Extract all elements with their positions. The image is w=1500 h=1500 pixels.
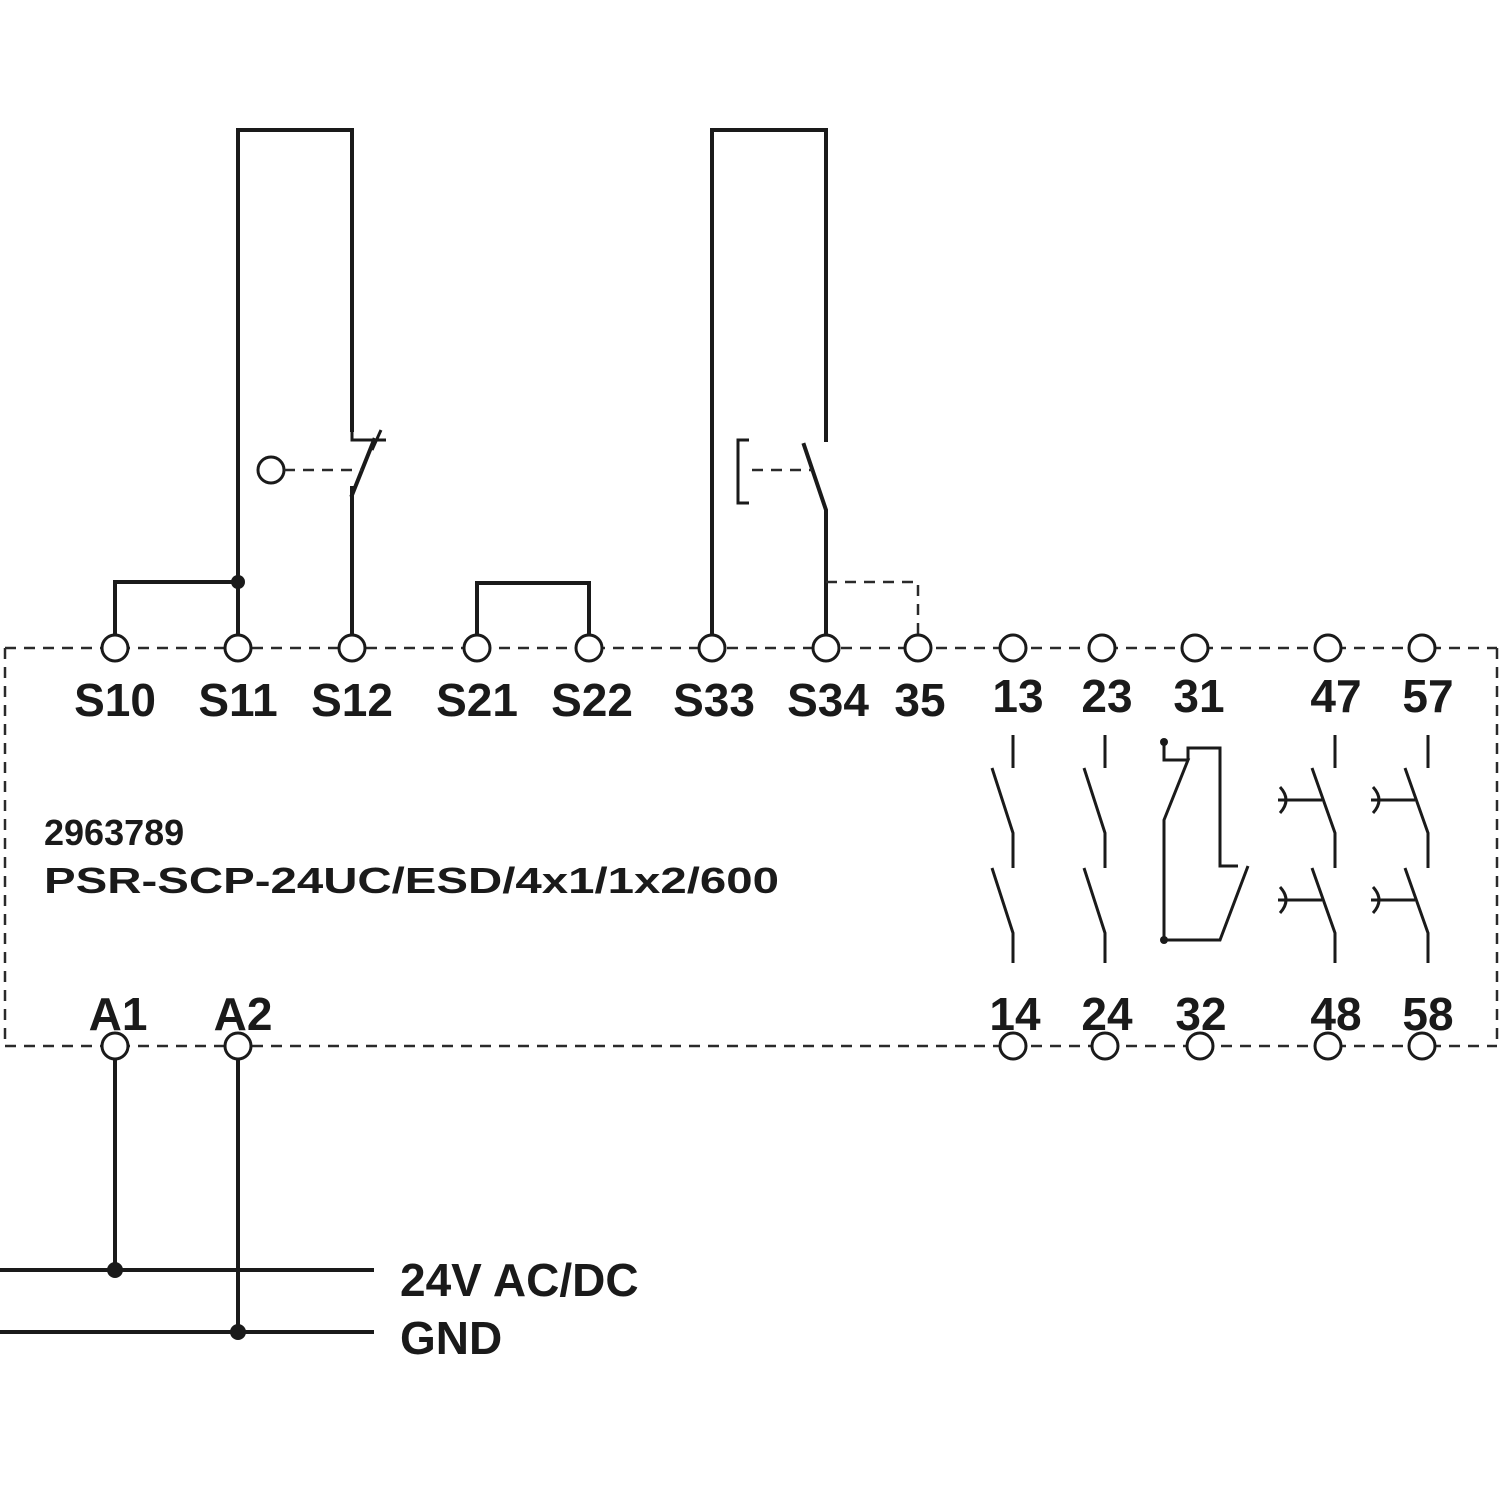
label-a1: A1 xyxy=(89,988,148,1040)
contact-47-48 xyxy=(1278,735,1337,963)
supply-ground-label: GND xyxy=(400,1312,502,1364)
jumper-s21-s22 xyxy=(475,581,591,650)
label-32: 32 xyxy=(1175,988,1226,1040)
terminal-s33 xyxy=(697,633,727,663)
label-s34: S34 xyxy=(787,674,869,726)
terminal-48 xyxy=(1313,1031,1343,1061)
top-terminal-labels: S10 S11 S12 S21 S22 S33 S34 35 13 23 31 … xyxy=(74,670,1454,726)
label-47: 47 xyxy=(1310,670,1361,722)
terminal-58 xyxy=(1407,1031,1437,1061)
module-enclosure xyxy=(3,646,1499,1048)
contact-23-24 xyxy=(1082,735,1107,963)
type-designation: PSR-SCP-24UC/ESD/4x1/1x2/600 xyxy=(44,860,779,901)
label-s10: S10 xyxy=(74,674,156,726)
terminal-13 xyxy=(998,633,1028,663)
contact-57-58 xyxy=(1371,735,1430,963)
label-s21: S21 xyxy=(436,674,518,726)
terminal-a2 xyxy=(223,1031,253,1061)
supply-positive-label: 24V AC/DC xyxy=(400,1254,639,1306)
bottom-terminal-labels: A1 A2 14 24 32 48 58 xyxy=(89,988,1454,1040)
label-a2: A2 xyxy=(214,988,273,1040)
terminal-35 xyxy=(903,633,933,663)
reset-button-circuit xyxy=(710,128,920,650)
label-24: 24 xyxy=(1081,988,1133,1040)
terminal-23 xyxy=(1087,633,1117,663)
terminal-14 xyxy=(998,1031,1028,1061)
label-13: 13 xyxy=(992,670,1043,722)
label-23: 23 xyxy=(1081,670,1132,722)
top-terminals xyxy=(100,633,1437,663)
label-s12: S12 xyxy=(311,674,393,726)
terminal-s11 xyxy=(223,633,253,663)
emergency-stop-circuit xyxy=(113,128,386,650)
label-57: 57 xyxy=(1402,670,1453,722)
label-35: 35 xyxy=(894,674,945,726)
label-58: 58 xyxy=(1402,988,1453,1040)
terminal-s34 xyxy=(811,633,841,663)
label-14: 14 xyxy=(989,988,1041,1040)
terminal-57 xyxy=(1407,633,1437,663)
terminal-s12 xyxy=(337,633,367,663)
label-s11: S11 xyxy=(198,674,277,726)
supply-wiring xyxy=(0,1056,374,1340)
terminal-31 xyxy=(1180,633,1210,663)
terminal-47 xyxy=(1313,633,1343,663)
terminal-32 xyxy=(1185,1031,1215,1061)
emergency-stop-actuator-icon xyxy=(256,455,286,485)
terminal-24 xyxy=(1090,1031,1120,1061)
terminal-s22 xyxy=(574,633,604,663)
contact-31-32 xyxy=(1160,738,1250,944)
bottom-terminals xyxy=(100,1031,1437,1061)
label-31: 31 xyxy=(1173,670,1224,722)
terminal-a1 xyxy=(100,1031,130,1061)
label-s33: S33 xyxy=(673,674,755,726)
terminal-s21 xyxy=(462,633,492,663)
terminal-s10 xyxy=(100,633,130,663)
contact-13-14 xyxy=(990,735,1015,963)
article-number: 2963789 xyxy=(44,812,184,853)
label-48: 48 xyxy=(1310,988,1361,1040)
label-s22: S22 xyxy=(551,674,633,726)
